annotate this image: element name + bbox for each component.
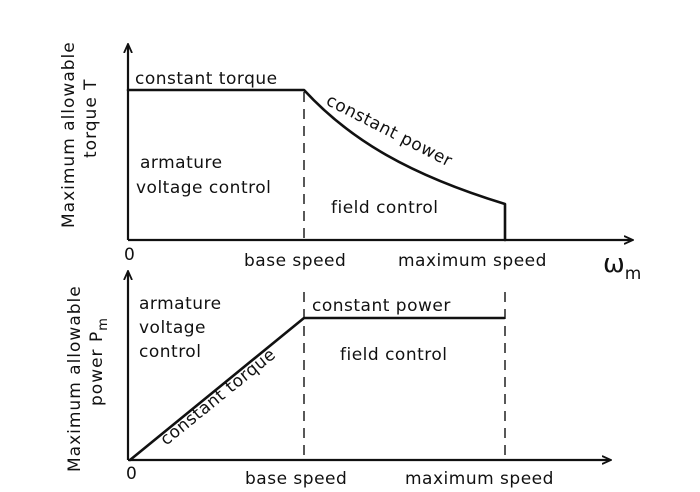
power-base-speed-label: base speed	[245, 469, 347, 489]
torque-constant-torque-label: constant torque	[135, 69, 278, 89]
torque-curve	[126, 88, 507, 242]
power-origin-label: 0	[126, 464, 137, 484]
torque-region-armature-line2: voltage control	[136, 178, 271, 198]
power-y-label-line1: Maximum allowable	[65, 285, 85, 472]
power-constant-power-label: constant power	[312, 296, 451, 316]
torque-y-axis-label: Maximum allowable torque T	[59, 41, 101, 228]
power-region-armature-line2: voltage	[139, 318, 206, 338]
power-y-axis-label: Maximum allowable power Pm	[65, 285, 111, 472]
torque-graph: Maximum allowable torque T 0 constant to…	[59, 41, 641, 284]
power-curve	[128, 316, 506, 462]
power-maximum-speed-label: maximum speed	[405, 469, 554, 489]
power-y-label-line2: power Pm	[87, 317, 111, 406]
torque-base-speed-label: base speed	[244, 251, 346, 271]
torque-constant-power-label: constant power	[323, 91, 456, 172]
torque-y-label-line1: Maximum allowable	[59, 41, 79, 228]
torque-region-armature-line1: armature	[140, 153, 223, 173]
torque-y-label-line2: torque T	[81, 78, 101, 158]
torque-maximum-speed-label: maximum speed	[398, 251, 547, 271]
torque-origin-label: 0	[124, 245, 135, 265]
power-region-armature-line1: armature	[139, 294, 222, 314]
power-region-field-control: field control	[340, 345, 448, 365]
power-graph: Maximum allowable power Pm 0 armature vo…	[65, 272, 610, 489]
torque-x-axis-symbol: ωm	[603, 249, 641, 284]
torque-region-field-control: field control	[331, 198, 439, 218]
power-region-armature-line3: control	[139, 342, 201, 362]
